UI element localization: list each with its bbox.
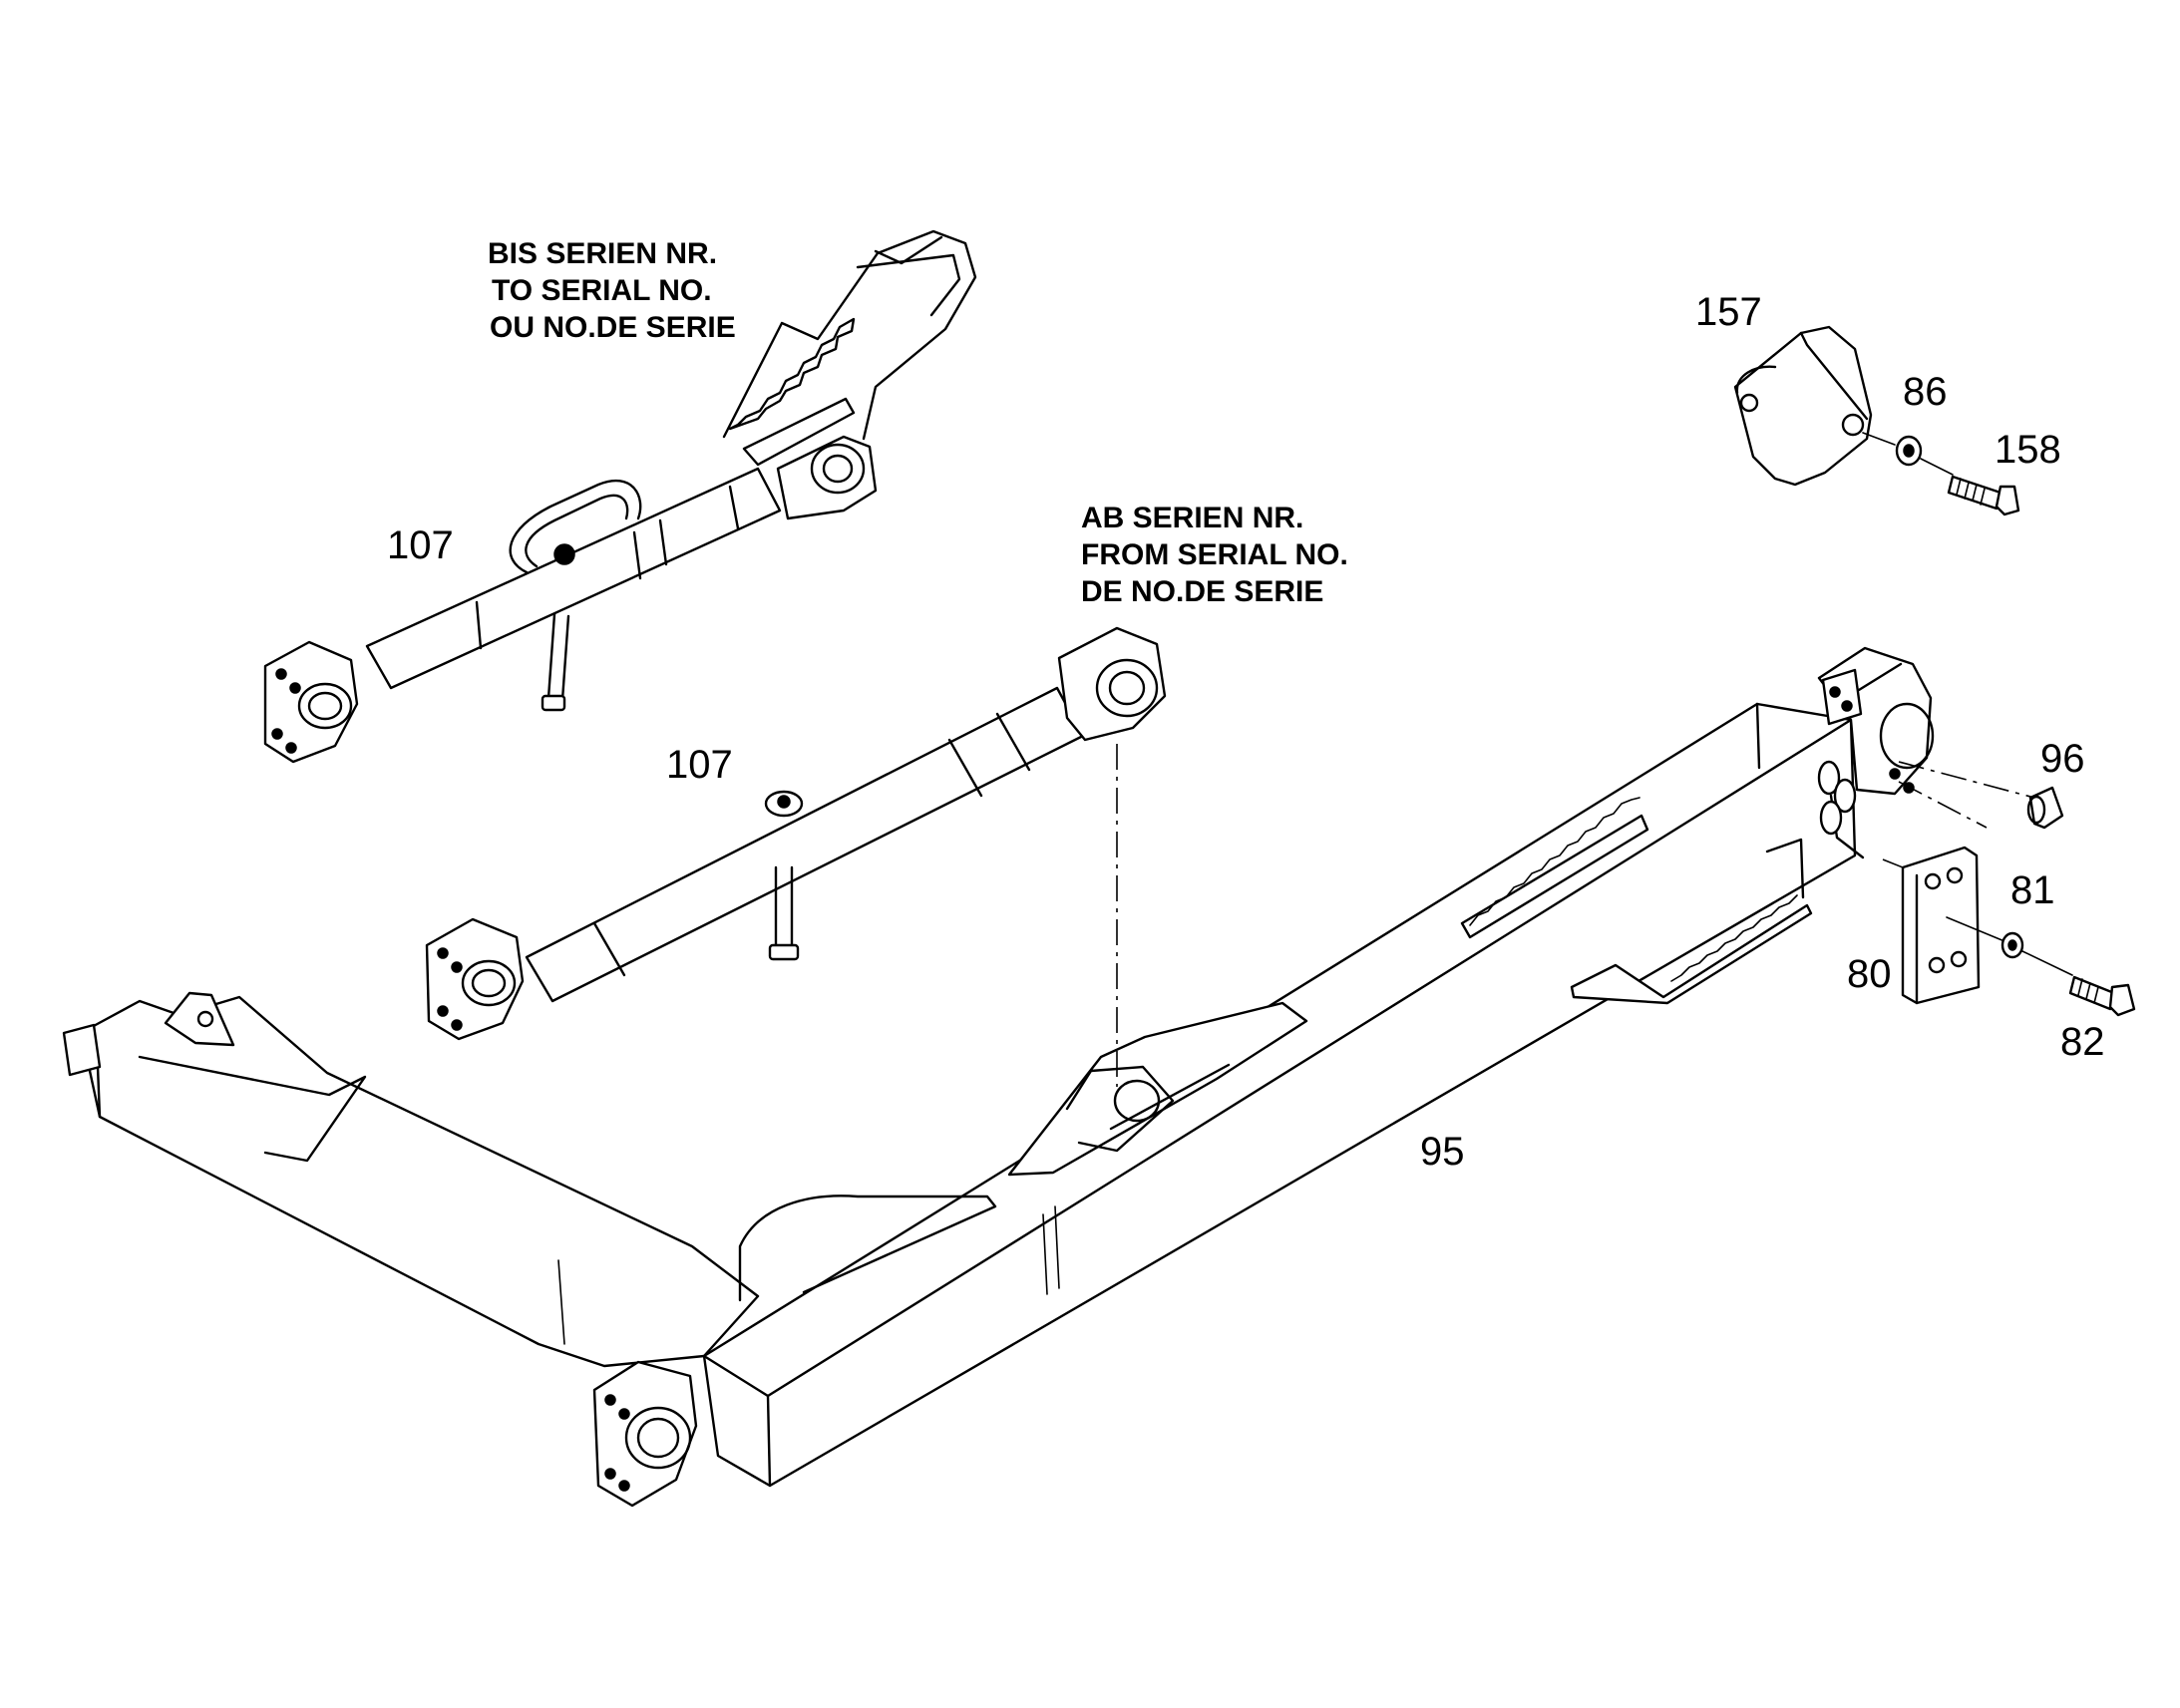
- callout-157: 157: [1695, 290, 1762, 334]
- callout-107-lower: 107: [666, 743, 733, 787]
- note-from-serial-line-2: FROM SERIAL NO.: [1081, 538, 1348, 571]
- callout-107-upper: 107: [387, 523, 454, 567]
- washer-81: [1946, 916, 2024, 959]
- note-from-serial: AB SERIEN NR. FROM SERIAL NO. DE NO.DE S…: [1081, 502, 1348, 608]
- callout-96: 96: [2040, 737, 2085, 781]
- cover-157: [1733, 325, 1873, 487]
- note-to-serial: BIS SERIEN NR. TO SERIAL NO. OU NO.DE SE…: [488, 237, 736, 344]
- washer-86: [1862, 432, 1923, 467]
- top-link-107-lower: [425, 626, 1167, 1041]
- bolt-82: [2021, 950, 2136, 1017]
- callout-158: 158: [1995, 428, 2061, 472]
- note-from-serial-line-1: AB SERIEN NR.: [1081, 502, 1303, 534]
- callout-80: 80: [1847, 952, 1892, 996]
- note-to-serial-line-1: BIS SERIEN NR.: [488, 237, 717, 270]
- bolt-158: [1920, 458, 2020, 516]
- plate-80: [1882, 846, 1981, 1005]
- note-to-serial-line-2: TO SERIAL NO.: [492, 274, 712, 307]
- note-to-serial-line-3: OU NO.DE SERIE: [490, 311, 736, 344]
- plug-96: [2026, 786, 2064, 830]
- frame-95: [62, 646, 2035, 1508]
- top-link-107-upper: [263, 229, 977, 764]
- callout-95: 95: [1420, 1130, 1465, 1174]
- note-from-serial-line-3: DE NO.DE SERIE: [1081, 575, 1323, 608]
- callout-81: 81: [2010, 868, 2055, 912]
- callout-86: 86: [1903, 370, 1948, 414]
- callout-82: 82: [2060, 1020, 2105, 1064]
